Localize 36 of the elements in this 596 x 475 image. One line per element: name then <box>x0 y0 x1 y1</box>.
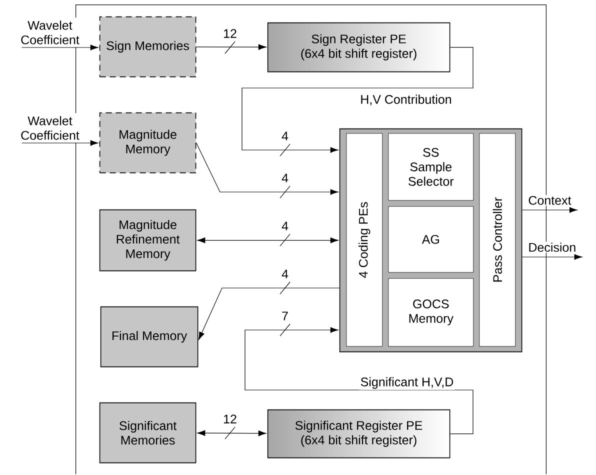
arrow <box>197 430 266 436</box>
processing-unit-box: SS Sample Selector <box>388 133 474 201</box>
bus-width-label: 4 <box>282 174 288 182</box>
arrow <box>196 142 338 195</box>
input-label: Wavelet Coefficient <box>14 113 86 143</box>
arrow <box>522 254 582 260</box>
arrow <box>244 327 474 434</box>
memory-box: Magnitude Memory <box>99 112 196 174</box>
input-label: Wavelet Coefficient <box>14 18 86 48</box>
arrow <box>522 207 578 213</box>
bus-width-label: 7 <box>282 312 288 320</box>
memory-box: Significant Memories <box>99 402 196 464</box>
arrow <box>22 44 98 50</box>
register-box: Sign Register PE (6x4 bit shift register) <box>267 22 450 72</box>
edge-label: Significant H,V,D <box>359 376 455 390</box>
memory-box: Sign Memories <box>99 16 196 78</box>
memory-box: Final Memory <box>100 306 198 368</box>
bus-width-label: 4 <box>282 222 288 230</box>
processing-unit-box: AG <box>388 206 474 273</box>
bus-width-label: 4 <box>282 132 288 140</box>
arrow <box>196 44 266 50</box>
bus-width-label: 4 <box>282 270 288 278</box>
processing-unit-box: 4 Coding PEs <box>346 133 383 347</box>
bus-width-label: 12 <box>224 414 236 424</box>
edge-label: H,V Contribution <box>359 94 453 106</box>
arrow <box>198 288 340 340</box>
output-label: Decision <box>527 242 578 253</box>
output-label: Context <box>527 194 572 206</box>
arrow <box>22 140 98 146</box>
register-box: Significant Register PE (6x4 bit shift register) <box>267 409 450 458</box>
memory-box: Magnitude Refinement Memory <box>99 209 196 272</box>
bus-width-label: 12 <box>224 29 236 38</box>
processing-unit-box: GOCS Memory <box>388 278 474 347</box>
processing-unit-box: Pass Controller <box>479 133 516 347</box>
arrow <box>197 238 338 244</box>
arrow <box>242 47 474 153</box>
